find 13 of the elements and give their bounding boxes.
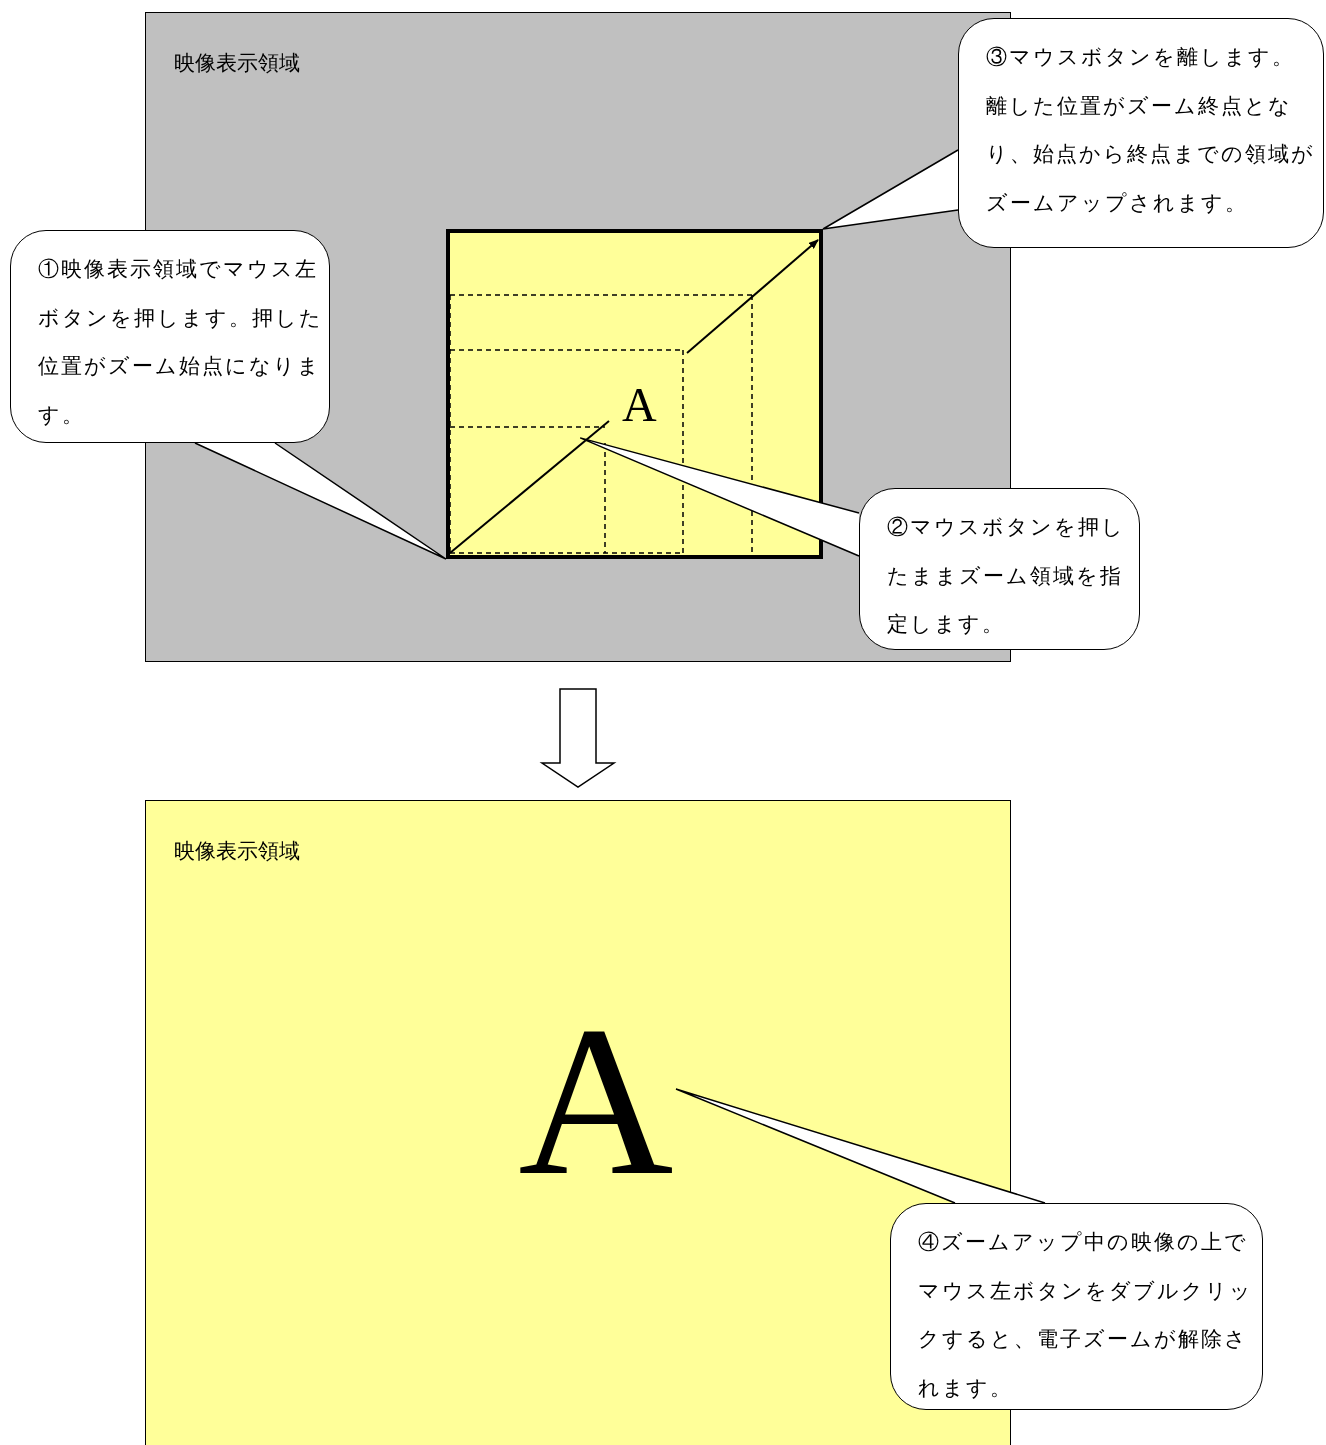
callout-tail bbox=[822, 149, 959, 230]
callout-tail bbox=[579, 437, 860, 557]
video-display-panel bbox=[145, 800, 1011, 1445]
panel-label: 映像表示領域 bbox=[174, 50, 300, 77]
letter-label: A bbox=[622, 381, 657, 429]
callout-tail bbox=[675, 1088, 1046, 1204]
letter-label: A bbox=[516, 1001, 676, 1201]
speech-bubble: ②マウスボタンを押したままズーム領域を指定します。 bbox=[859, 488, 1140, 650]
callout-tail bbox=[194, 442, 447, 560]
speech-bubble: ③マウスボタンを離します。離した位置がズーム終点となり、始点から終点までの領域がズームアップされます。 bbox=[958, 18, 1324, 248]
down-arrow bbox=[539, 688, 617, 788]
speech-bubble: ④ズームアップ中の映像の上でマウス左ボタンをダブルクリックすると、電子ズームが解除されます。 bbox=[890, 1203, 1263, 1410]
panel-label: 映像表示領域 bbox=[174, 838, 300, 865]
